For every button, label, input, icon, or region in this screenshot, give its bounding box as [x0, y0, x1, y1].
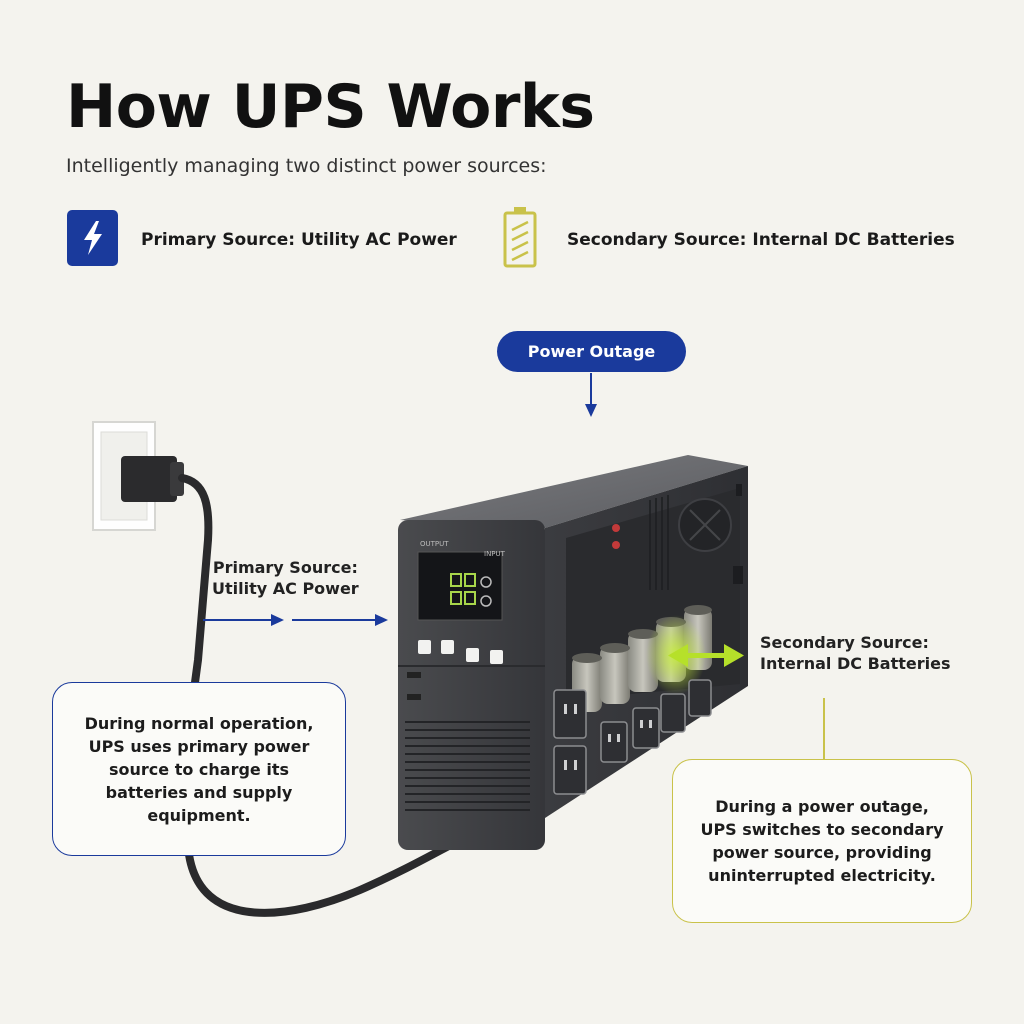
normal-line-4: batteries and supply [105, 782, 293, 802]
normal-line-5: equipment. [147, 805, 251, 825]
normal-operation-box: During normal operation, UPS uses primar… [52, 682, 346, 856]
outage-arrow [585, 373, 597, 417]
page-subtitle: Intelligently managing two distinct powe… [66, 155, 547, 177]
legend-primary-label: Primary Source: Utility AC Power [141, 230, 457, 250]
outage-line-3: power source, providing [712, 843, 932, 862]
battery-icon [502, 206, 538, 268]
lightning-bolt-icon [67, 210, 118, 266]
primary-source-callout: Primary Source: Utility AC Power [212, 557, 359, 599]
outage-line-4: uninterrupted electricity. [708, 866, 936, 885]
power-outage-badge: Power Outage [497, 331, 686, 372]
secondary-source-callout: Secondary Source: Internal DC Batteries [760, 632, 950, 674]
vent-grille [405, 721, 530, 811]
normal-line-1: During normal operation, [84, 713, 314, 733]
output-label: OUTPUT [420, 540, 449, 548]
secondary-callout-line-1: Secondary Source: [760, 633, 929, 652]
power-cable [178, 474, 468, 917]
outage-line-2: UPS switches to secondary [700, 820, 944, 839]
normal-line-3: source to charge its [108, 759, 289, 779]
outlet-sockets [553, 679, 712, 795]
primary-flow-arrow [203, 614, 388, 626]
primary-callout-line-1: Primary Source: [212, 558, 358, 577]
legend-secondary-label: Secondary Source: Internal DC Batteries [567, 230, 955, 250]
page-title: How UPS Works [66, 72, 595, 142]
secondary-callout-line-2: Internal DC Batteries [760, 654, 951, 673]
primary-callout-line-2: Utility AC Power [212, 579, 359, 598]
outage-line-1: During a power outage, [715, 797, 929, 816]
battery-switch-arrow [668, 644, 744, 667]
wall-outlet [92, 421, 184, 531]
power-outage-box: During a power outage, UPS switches to s… [672, 759, 972, 923]
ups-top [400, 455, 748, 528]
input-label: INPUT [484, 550, 506, 558]
normal-line-2: UPS uses primary power [88, 736, 310, 756]
